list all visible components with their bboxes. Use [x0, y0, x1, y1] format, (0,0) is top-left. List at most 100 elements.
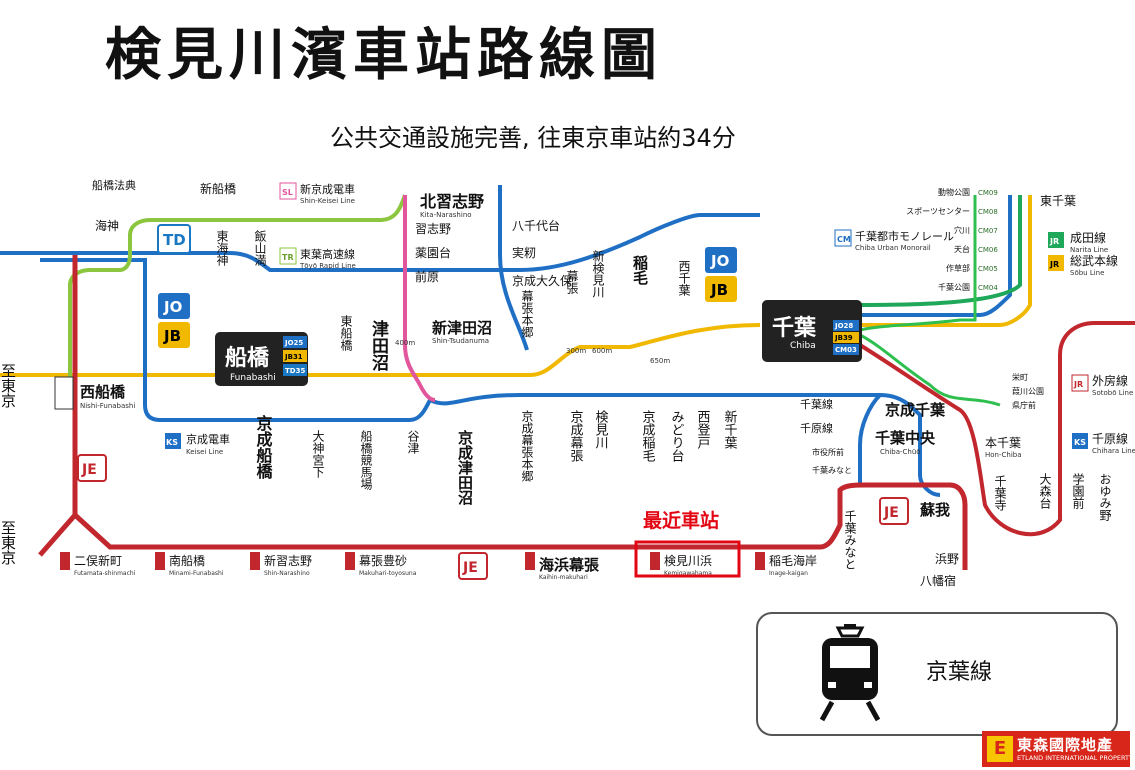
keiyo-station-name: 二俣新町 [74, 553, 122, 568]
svg-text:KS: KS [1074, 438, 1086, 447]
line-tr-toyo-rapid [68, 194, 407, 380]
svg-text:京成電車: 京成電車 [186, 432, 230, 446]
monorail-south-station: 栄町 [1012, 372, 1028, 382]
station-narashino: 習志野 [415, 222, 451, 236]
svg-text:海神: 海神 [95, 218, 119, 233]
keiyo-station-code-box [345, 552, 355, 570]
svg-text:八幡宿: 八幡宿 [920, 573, 956, 588]
hub-funabashi-name: 船橋 [225, 345, 270, 371]
svg-text:新千葉: 新千葉 [722, 409, 738, 449]
svg-text:JE: JE [883, 505, 899, 521]
svg-text:習志野: 習志野 [415, 222, 451, 236]
svg-text:幕張本郷: 幕張本郷 [520, 290, 534, 338]
station-keiseimakuharihongo: 京成幕張本郷 [520, 410, 534, 482]
line-cm-monorail [859, 195, 1001, 407]
station-makuharihongo: 幕張本郷 [520, 290, 534, 338]
monorail-station-code: CM04 [978, 284, 998, 292]
line-sl-shinkeisei [403, 195, 436, 402]
svg-text:Narita Line: Narita Line [1070, 246, 1108, 254]
svg-text:Keisei Line: Keisei Line [186, 448, 223, 456]
keiyo-station-en: Inage-kaigan [769, 570, 808, 577]
station-chibaminato-cm: 千葉みなと [812, 465, 852, 475]
svg-text:東海神: 東海神 [215, 230, 229, 266]
legend-line-name: 京葉線 [926, 660, 993, 685]
line-jr-sotobo [858, 321, 1135, 537]
svg-text:谷津: 谷津 [406, 430, 420, 454]
svg-text:Shin-Tsudanuma: Shin-Tsudanuma [432, 337, 489, 345]
keiyo-station-code-box [60, 552, 70, 570]
monorail-station-code: CM05 [978, 265, 998, 273]
station-funabashikeibajo: 船橋競馬場 [359, 430, 373, 491]
svg-text:船橋法典: 船橋法典 [92, 178, 136, 192]
svg-text:学園前: 学園前 [1071, 472, 1085, 509]
svg-text:稲毛: 稲毛 [631, 254, 649, 285]
svg-text:千葉線: 千葉線 [800, 397, 833, 411]
svg-text:JB: JB [163, 327, 181, 345]
station-shinfunabashi: 新船橋 [200, 181, 236, 196]
svg-text:幕張: 幕張 [565, 270, 579, 294]
svg-text:前原: 前原 [415, 269, 439, 284]
station-yatsu: 谷津 [406, 430, 420, 454]
svg-text:Shin-Keisei Line: Shin-Keisei Line [300, 197, 355, 205]
keiyo-station-en: Kaihin-makuhari [539, 574, 588, 581]
monorail-south-station: 葭川公園 [1012, 386, 1044, 396]
station-keiseimakuhari: 京成幕張 [568, 410, 584, 462]
legend-box: 京葉線 [756, 612, 1118, 736]
svg-text:JB: JB [710, 281, 728, 299]
keiyo-station-name: 南船橋 [169, 553, 205, 568]
station-daijingushita: 大神宮下 [311, 430, 325, 478]
keiyo-station-en: Kemigawahama [664, 570, 712, 577]
svg-text:東千葉: 東千葉 [1040, 194, 1076, 208]
station-hamano: 浜野 [935, 552, 959, 566]
keiyo-station-code-box [250, 552, 260, 570]
station-iiyama: 飯山満 [253, 229, 267, 267]
to-tokyo-1: 至東京 [0, 363, 17, 409]
badge-je-left: JE [77, 454, 107, 482]
hub-nishifunabashi: 西船橋 Nishi-Funabashi [54, 376, 135, 410]
hub-funabashi-code-1: JO25 [284, 339, 303, 347]
hub-chiba-name: 千葉 [772, 316, 817, 341]
svg-text:新検見川: 新検見川 [591, 249, 605, 298]
svg-text:千葉都市モノレール: 千葉都市モノレール [855, 229, 954, 243]
keiyo-station-name: 幕張豊砂 [359, 554, 407, 568]
monorail-station-name: 作草部 [946, 263, 970, 273]
hub-nishifunabashi-name: 西船橋 [80, 383, 126, 401]
svg-text:JE: JE [462, 560, 478, 576]
station-nishichiba: 西千葉 [677, 260, 691, 296]
station-kemigawa: 検見川 [593, 410, 609, 449]
station-makuhari: 幕張 [565, 270, 579, 294]
svg-text:京成幕張: 京成幕張 [568, 410, 584, 462]
svg-text:JR: JR [1049, 260, 1059, 269]
hub-chiba-code-1: JO28 [834, 322, 853, 330]
line-jo-sobu-rapid [0, 195, 1012, 317]
keiyo-station-name: 海浜幕張 [539, 556, 600, 574]
station-shinchiba: 新千葉 [722, 409, 738, 449]
svg-text:大森台: 大森台 [1038, 473, 1052, 509]
svg-text:新船橋: 新船橋 [200, 181, 236, 196]
keisei-chiba-list: 千葉線 千原線 [800, 397, 833, 435]
svg-text:京成千葉: 京成千葉 [885, 401, 946, 419]
svg-text:Kita-Narashino: Kita-Narashino [420, 211, 472, 219]
station-keiseifunabashi: 京成船橋 [254, 414, 273, 480]
station-funabashihoten: 船橋法典 [92, 178, 136, 192]
svg-text:Tōyō Rapid Line: Tōyō Rapid Line [299, 262, 356, 270]
station-oyuminno: おゆみ野 [1098, 473, 1112, 521]
badge-jo: JO [158, 293, 190, 319]
svg-text:KS: KS [166, 438, 178, 447]
monorail-station-code: CM08 [978, 208, 998, 216]
distance-4: 650m [650, 357, 670, 365]
to-tokyo-2: 至東京 [0, 520, 17, 566]
station-higashikaijin: 東海神 [215, 230, 229, 266]
station-higashifunabashi: 東船橋 [339, 315, 353, 352]
svg-text:市役所前: 市役所前 [812, 447, 844, 457]
distance-1: 400m [395, 339, 415, 347]
distance-3: 600m [592, 347, 612, 355]
